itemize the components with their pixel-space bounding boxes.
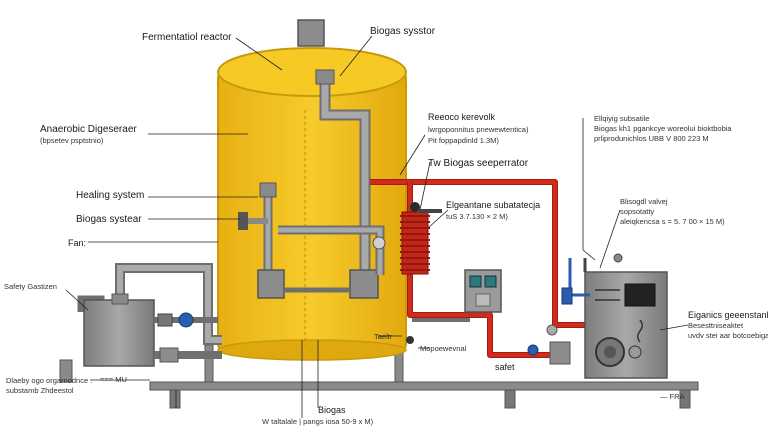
diagram-labels: Fermentatiol reactor Biogas sysstor Anae… (4, 26, 768, 426)
label-mid: Mopoewevnal (420, 344, 467, 353)
internal-gas-pipe (315, 69, 379, 299)
biogas-separator-coil (400, 202, 442, 275)
label-biogas-bottom: Biogas (318, 405, 346, 415)
fermentation-tank (217, 19, 407, 361)
label-anaerobic-digester: Anaerobic Digeseraer (40, 124, 137, 135)
label-substance-2: tuS 3.7.130 × 2 M) (446, 212, 508, 221)
label-bottom-center: W taltalale | pangs iosa 50-9 x M) (262, 417, 374, 426)
label-bottom-left-1: Dlaeby ogo orgarnodnce . (6, 376, 92, 385)
safety-valves (406, 324, 571, 365)
biogas-generator (561, 253, 668, 379)
label-mid-tag: Taeltr (374, 332, 393, 341)
label-valve-3: aleiqkencsa s = 5. 7 00 × 15 M) (620, 217, 725, 226)
label-biogas-system-left: Biogas systear (76, 214, 142, 225)
label-bottom-tag: — FRA (660, 392, 685, 401)
label-safety-gas: Safety Gastizen (4, 282, 57, 291)
label-heating-system: Healing system (76, 190, 144, 201)
label-generator-1: Eiganics geeenstanl (688, 310, 768, 320)
top-outlet (297, 19, 325, 47)
label-reactor-info-3: Pit foppapdinld 1.3M) (428, 136, 499, 145)
label-biogas-system-top: Biogas sysstor (370, 26, 436, 37)
base-frame (59, 344, 699, 409)
label-reactor-info-1: Reeoco kerevolk (428, 112, 496, 122)
label-generator-3: uvdv stei aar botcoebiga (688, 331, 768, 340)
label-bottom-left-2: substamb Zhdeestol (6, 386, 74, 395)
label-right-top-1: Ellqiyig subsatile (594, 114, 649, 123)
label-meter-tag: === MU (100, 375, 127, 384)
label-safety-bottom: safet (495, 362, 515, 372)
label-fermentation-reactor: Fermentatiol reactor (142, 32, 232, 43)
label-substance-1: Elgeantane subatatecja (446, 200, 540, 210)
gas-collector (349, 269, 379, 299)
label-anaerobic-sub: (bpsetev psptstnio) (40, 136, 104, 145)
label-separator: Tw Biogas seeperrator (428, 158, 529, 169)
control-box (464, 269, 502, 313)
label-right-top-2: Biogas kh1 pgankcye woreolui bioktbobia (594, 124, 732, 133)
label-fan: Fan: (68, 238, 86, 248)
label-right-top-3: prliprodunichlos UBB V 800 223 M (594, 134, 709, 143)
heating-pipe-assembly (238, 182, 386, 299)
red-gas-line (370, 179, 612, 358)
label-valve-1: Blisogdl valvej (620, 197, 668, 206)
label-reactor-info-2: lwrgoponnitus pnewewtentica) (428, 125, 529, 134)
safety-gas-tank (77, 263, 222, 367)
label-generator-2: Besesttniseaktet (688, 321, 744, 330)
label-leaders (65, 35, 689, 418)
label-valve-2: sopsotatty (620, 207, 654, 216)
